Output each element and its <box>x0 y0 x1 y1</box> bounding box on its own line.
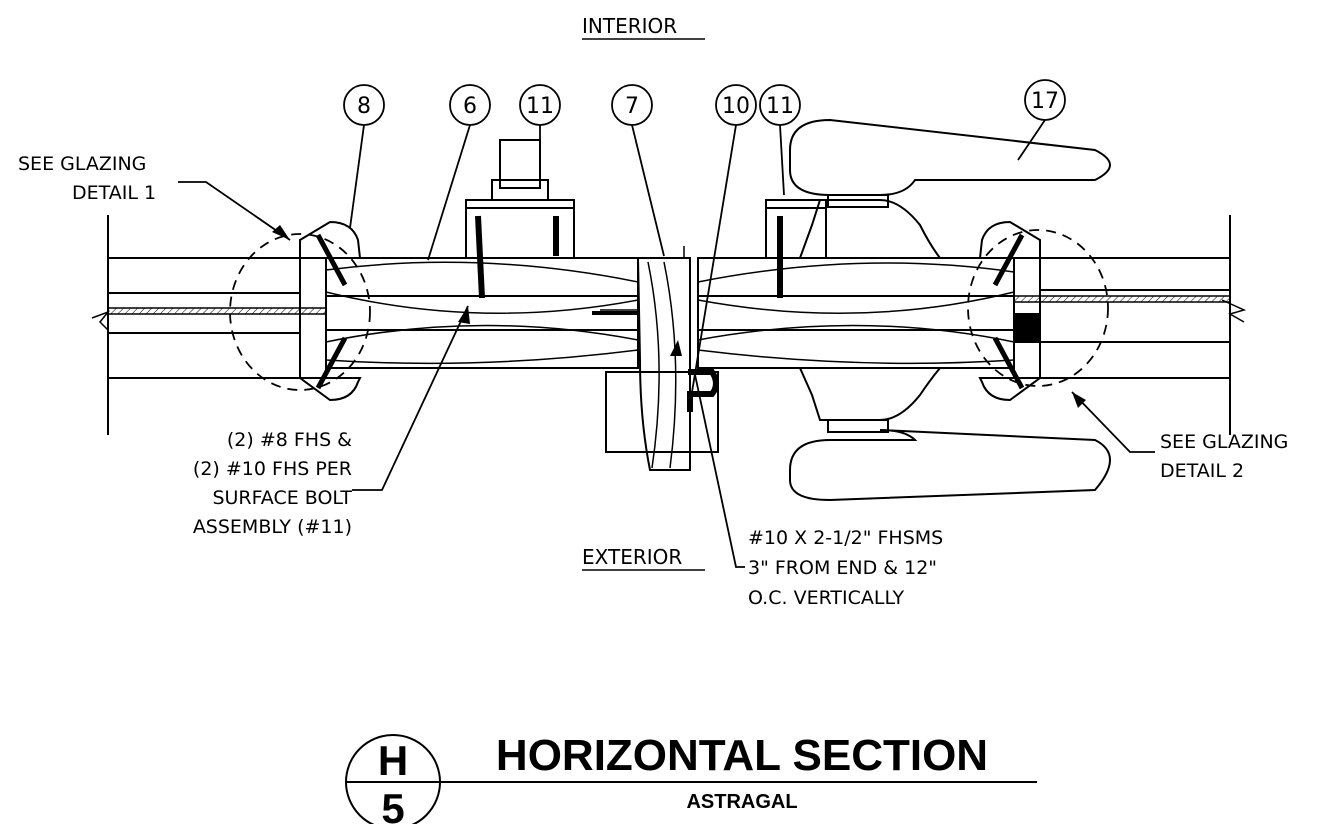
sheet-number: 5 <box>381 785 404 824</box>
right-surface-bolt <box>765 199 827 298</box>
weatherstrip <box>687 369 719 412</box>
glazing-note-left-line1: SEE GLAZING <box>18 153 146 175</box>
callout-11-right-label: 11 <box>766 94 794 119</box>
callout-17-label: 17 <box>1031 89 1059 114</box>
right-glazing-lite <box>1013 215 1247 435</box>
callout-7-label: 7 <box>625 94 639 119</box>
leader-arrowheads <box>272 225 1086 408</box>
section-letter: H <box>378 737 408 784</box>
exterior-label: EXTERIOR <box>582 545 682 569</box>
left-glazing-lite <box>91 215 327 435</box>
screw-note-line1: #10 X 2-1/2" FHSMS <box>748 527 943 549</box>
glazing-note-right-line2: DETAIL 2 <box>1160 460 1244 482</box>
left-glazing-stop <box>296 220 362 402</box>
interior-label: INTERIOR <box>582 14 677 38</box>
astragal <box>605 246 719 471</box>
lever-handle-exterior <box>789 367 1111 502</box>
lever-handle <box>789 118 1111 259</box>
glazing-note-left-line2: DETAIL 1 <box>72 182 156 204</box>
fastener-note-line3: SURFACE BOLT <box>212 487 352 509</box>
glazing-note-right-line1: SEE GLAZING <box>1160 431 1288 453</box>
drawing-title: HORIZONTAL SECTION <box>496 731 988 780</box>
right-glazing-stop <box>978 220 1044 402</box>
screw-note-line3: O.C. VERTICALLY <box>748 587 905 609</box>
callout-bubbles <box>343 79 1066 126</box>
drawing-subtitle: ASTRAGAL <box>686 791 797 813</box>
fastener-note-line4: ASSEMBLY (#11) <box>193 516 352 538</box>
glazing-detail-2-circle <box>967 229 1109 387</box>
right-door-stile <box>697 257 1015 369</box>
screw-note-line2: 3" FROM END & 12" <box>748 557 937 579</box>
callout-11-left-label: 11 <box>526 94 554 119</box>
callout-8-label: 8 <box>357 94 371 119</box>
fastener-note-line1: (2) #8 FHS & <box>227 429 352 451</box>
fastener-note-line2: (2) #10 FHS PER <box>193 458 352 480</box>
left-surface-bolt <box>465 139 575 299</box>
glazing-detail-1-circle <box>229 233 371 391</box>
callout-10-label: 10 <box>722 94 750 119</box>
callout-6-label: 6 <box>463 94 477 119</box>
title-block: H 5 HORIZONTAL SECTION ASTRAGAL <box>345 731 1037 824</box>
leader-lines <box>178 119 1155 568</box>
